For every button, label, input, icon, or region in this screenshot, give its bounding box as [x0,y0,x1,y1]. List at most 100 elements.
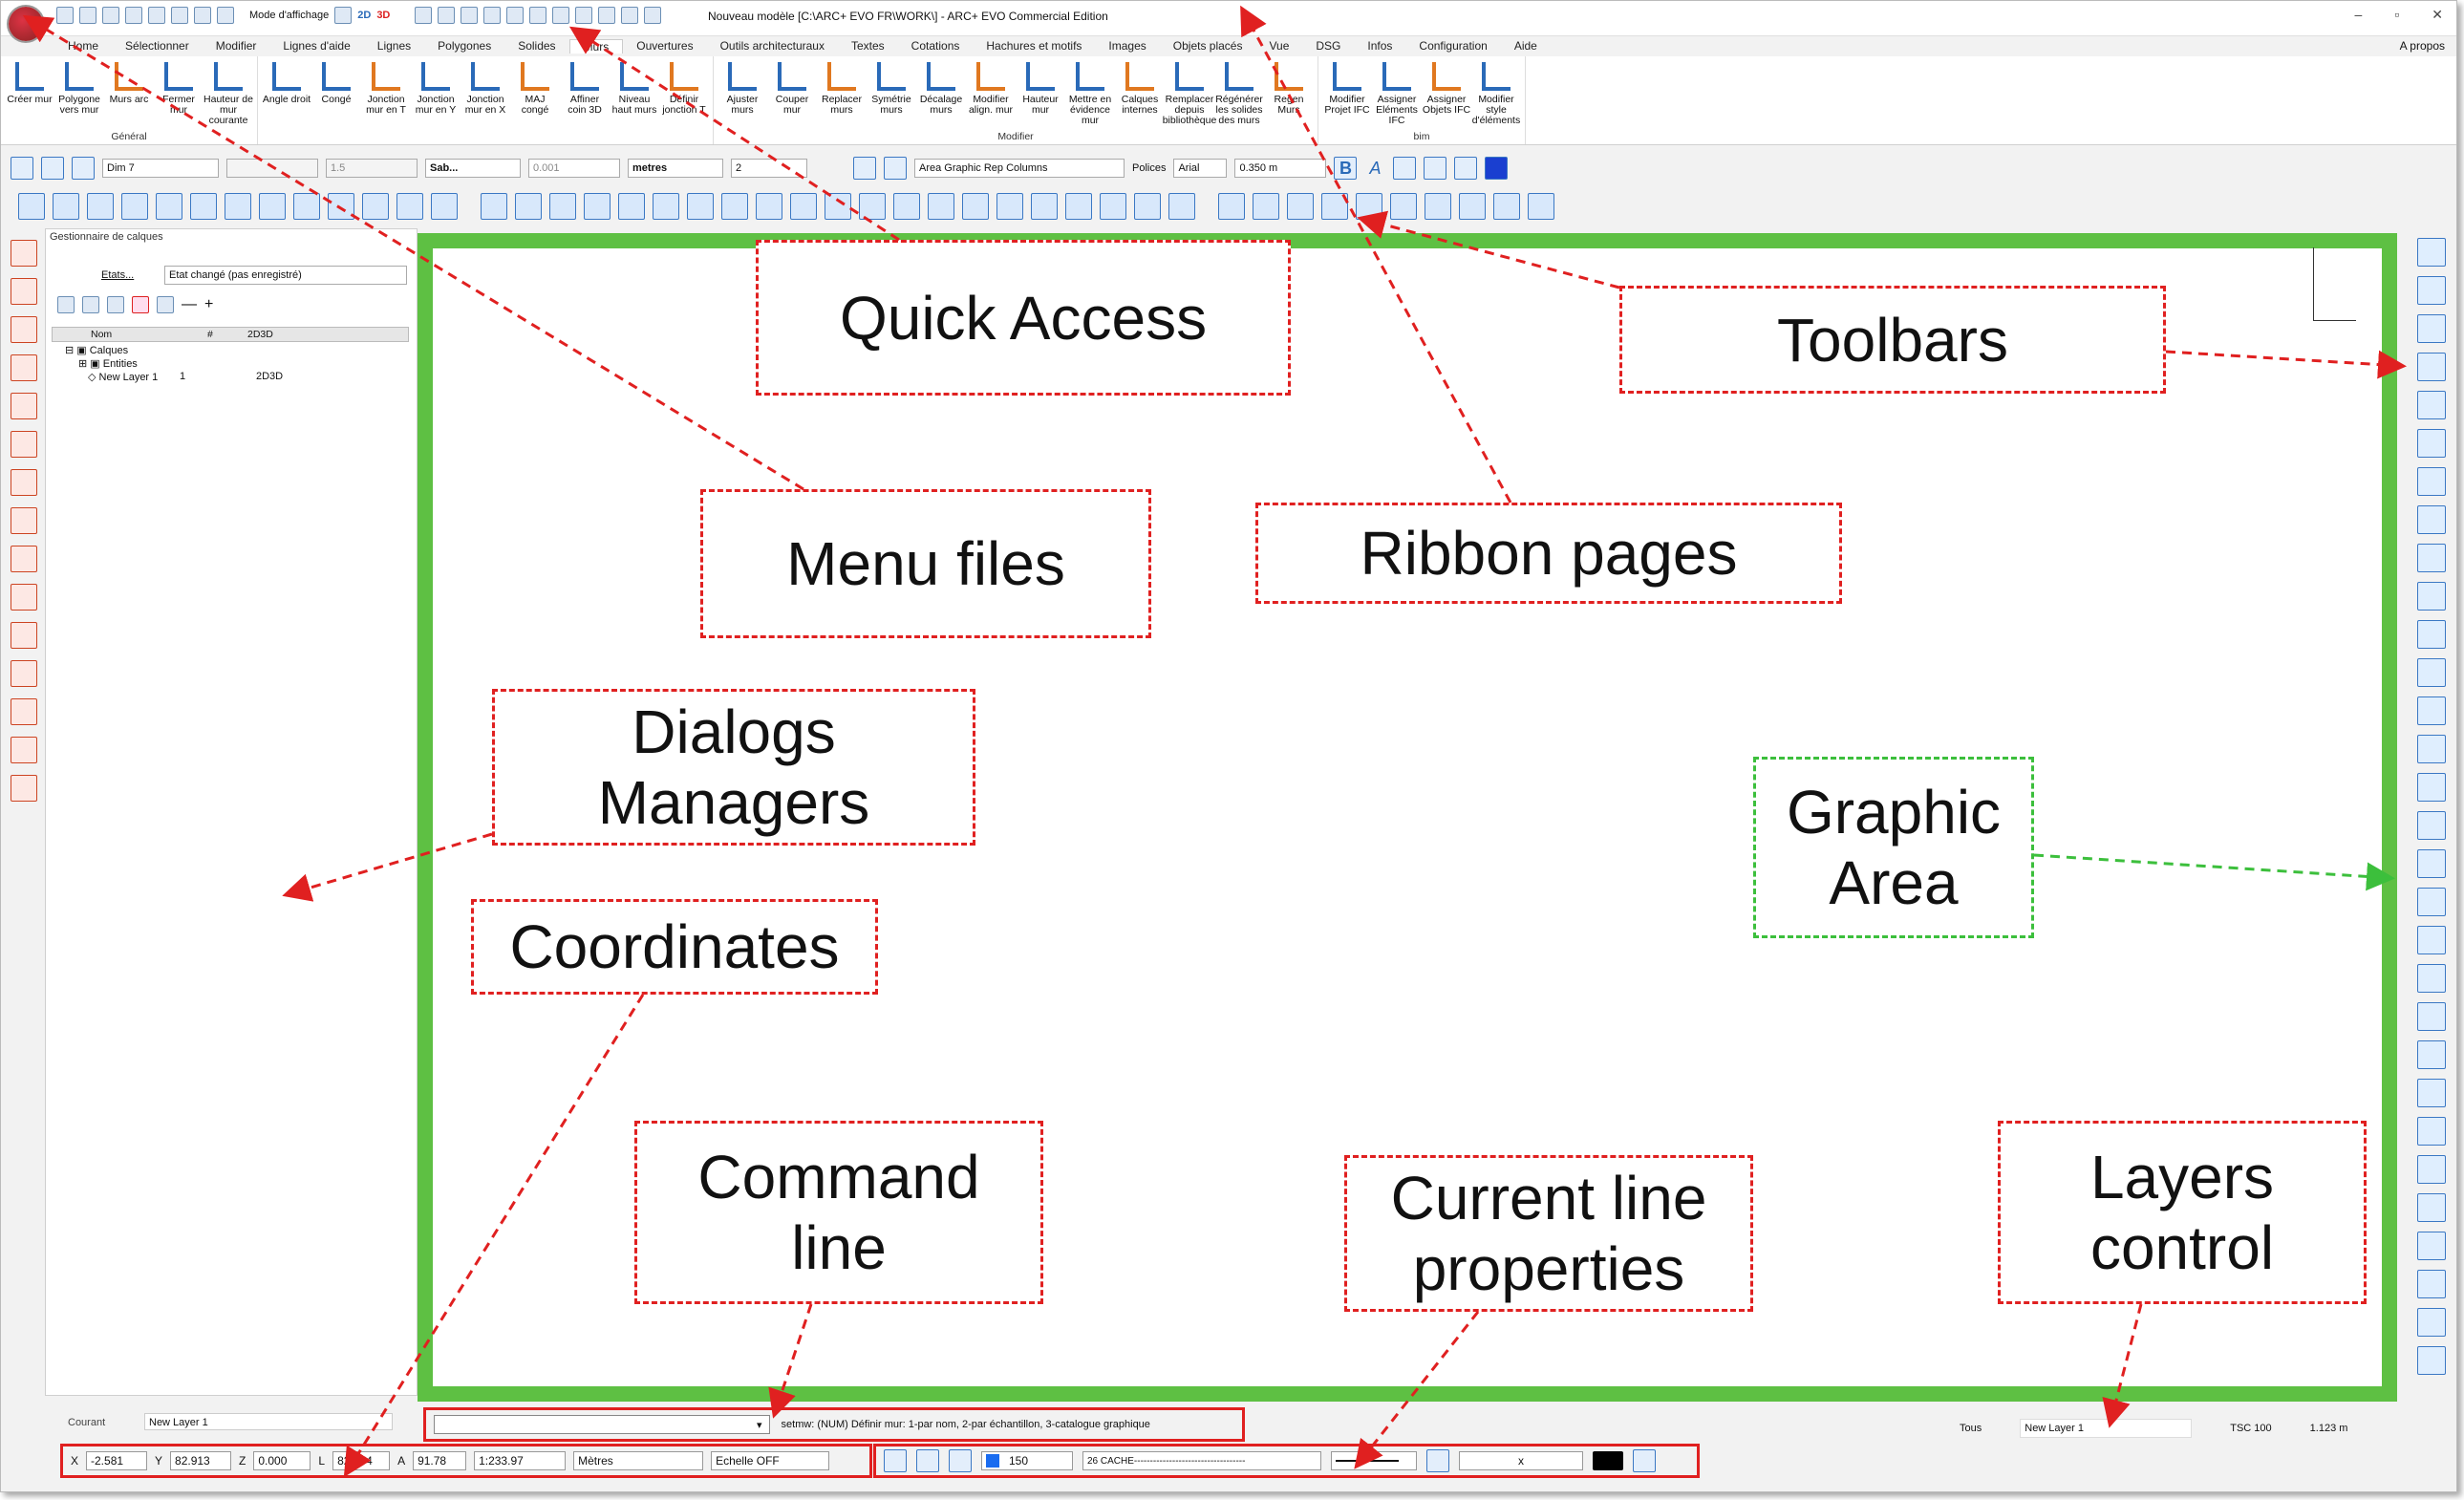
view-tool-icon[interactable] [2417,1232,2446,1260]
layer-row-calques[interactable]: ⊟ ▣ Calques [65,345,129,356]
tool-icon[interactable] [293,193,320,220]
font-select[interactable]: Arial [1173,159,1228,178]
tool-icon[interactable] [549,193,576,220]
tool-icon[interactable] [156,193,182,220]
tool-icon[interactable] [1218,193,1245,220]
draw-tool-icon[interactable] [11,469,37,496]
draw-tool-icon[interactable] [11,737,37,763]
layer-select[interactable]: New Layer 1 [2020,1419,2193,1438]
view-tool-icon[interactable] [2417,238,2446,267]
tool-icon[interactable] [515,193,542,220]
italic-button[interactable]: A [1369,159,1382,178]
ribbon-button[interactable]: Affiner coin 3D [560,56,610,144]
column-2d3d[interactable]: 2D3D [247,329,273,340]
ribbon-button[interactable]: Assigner Eléments IFC [1372,56,1422,144]
ribbon-button[interactable]: Polygone vers mur [54,56,104,144]
state-select[interactable]: Etat changé (pas enregistré) [164,266,407,285]
ribbon-button[interactable]: Calques internes [1115,56,1165,144]
ribbon-button[interactable]: Remplacer depuis bibliothèque [1163,56,1216,144]
draw-tool-icon[interactable] [11,507,37,534]
units-select[interactable]: metres [628,159,723,178]
layers-icon[interactable] [552,7,570,24]
text-height-field[interactable]: 0.350 m [1234,159,1327,178]
tab-modifier[interactable]: Modifier [215,39,257,53]
ribbon-button[interactable]: Définir jonction T [659,56,709,144]
draw-tool-icon[interactable] [11,622,37,649]
ribbon-button[interactable]: Jonction mur en T [361,56,411,144]
tool-icon[interactable] [396,193,423,220]
grid-icon[interactable] [575,7,593,24]
tool-icon[interactable] [225,193,251,220]
tool-icon[interactable] [584,193,611,220]
view-tool-icon[interactable] [2417,1079,2446,1107]
dimension-check-icon[interactable] [41,157,64,180]
view-tool-icon[interactable] [2417,735,2446,763]
linetype-select[interactable]: 26 CACHE--------------------------------… [1082,1451,1321,1470]
ribbon-button[interactable]: Murs arc [104,56,154,144]
line-weight-select[interactable]: 150 [981,1451,1073,1470]
current-layer-field[interactable]: New Layer 1 [144,1413,393,1430]
draw-tool-icon[interactable] [11,698,37,725]
view-tool-icon[interactable] [2417,658,2446,687]
ribbon-button[interactable]: Modifier Projet IFC [1322,56,1372,144]
about-link[interactable]: A propos [2399,39,2445,53]
view-tool-icon[interactable] [2417,314,2446,343]
tool-icon[interactable] [721,193,748,220]
tab-configuration[interactable]: Configuration [1419,39,1488,53]
y-coordinate-field[interactable]: 82.913 [170,1451,232,1470]
tab-objets-places[interactable]: Objets placés [1172,39,1243,53]
view-tool-icon[interactable] [2417,544,2446,572]
tool-icon[interactable] [53,193,79,220]
view-tool-icon[interactable] [2417,467,2446,496]
ribbon-button[interactable]: Décalage murs [916,56,966,144]
view-tool-icon[interactable] [2417,1117,2446,1146]
tool-icon[interactable] [756,193,782,220]
ribbon-button[interactable]: Assigner Objets IFC [1422,56,1471,144]
pick-icon[interactable] [194,7,211,24]
expand-icon[interactable]: + [204,296,214,312]
paste-icon[interactable] [171,7,188,24]
tool-icon[interactable] [1065,193,1092,220]
text-tool-icon[interactable] [853,157,876,180]
redo-icon[interactable] [102,7,119,24]
tool-icon[interactable] [87,193,114,220]
view-tool-icon[interactable] [2417,1002,2446,1031]
text-color-icon[interactable] [1485,157,1509,180]
tool-icon[interactable] [190,193,217,220]
minimize-button[interactable]: – [2354,7,2363,22]
ribbon-button[interactable]: Mettre en évidence mur [1065,56,1115,144]
ribbon-button[interactable]: Congé [311,56,361,144]
ribbon-button[interactable]: Modifier align. mur [966,56,1016,144]
tool-icon[interactable] [1100,193,1126,220]
command-dropdown-icon[interactable]: ▾ [757,1419,762,1431]
ribbon-button[interactable]: Hauteur de mur courante [204,56,253,144]
bold-button[interactable]: B [1334,157,1358,180]
font-style-select[interactable]: Sab... [425,159,521,178]
fill-icon[interactable] [1633,1449,1656,1472]
draw-tool-icon[interactable] [11,775,37,802]
tool-icon[interactable] [121,193,148,220]
record-dot-icon[interactable] [598,7,616,24]
view-tool-icon[interactable] [2417,1308,2446,1337]
ribbon-button[interactable]: Ajuster murs [718,56,767,144]
tool-icon[interactable] [481,193,507,220]
text-edit-icon[interactable] [884,157,907,180]
tool-icon[interactable] [1168,193,1195,220]
tool-icon[interactable] [962,193,989,220]
draw-tool-icon[interactable] [11,316,37,343]
view-tool-icon[interactable] [2417,773,2446,802]
units-select-bottom[interactable]: Mètres [573,1451,704,1470]
ribbon-button[interactable]: Jonction mur en X [461,56,510,144]
tab-aide[interactable]: Aide [1513,39,1537,53]
draw-tool-icon[interactable] [11,431,37,458]
tab-hachures[interactable]: Hachures et motifs [986,39,1082,53]
close-button[interactable]: ✕ [2432,7,2443,22]
ribbon-button[interactable]: Créer mur [5,56,54,144]
ribbon-button[interactable]: MAJ congé [510,56,560,144]
line-edit-icon[interactable] [916,1449,939,1472]
dimension-tool-icon[interactable] [11,157,33,180]
ribbon-button[interactable]: Hauteur mur [1016,56,1065,144]
ribbon-button[interactable]: Couper mur [767,56,817,144]
tab-cotations[interactable]: Cotations [911,39,960,53]
print-icon[interactable] [483,7,502,24]
